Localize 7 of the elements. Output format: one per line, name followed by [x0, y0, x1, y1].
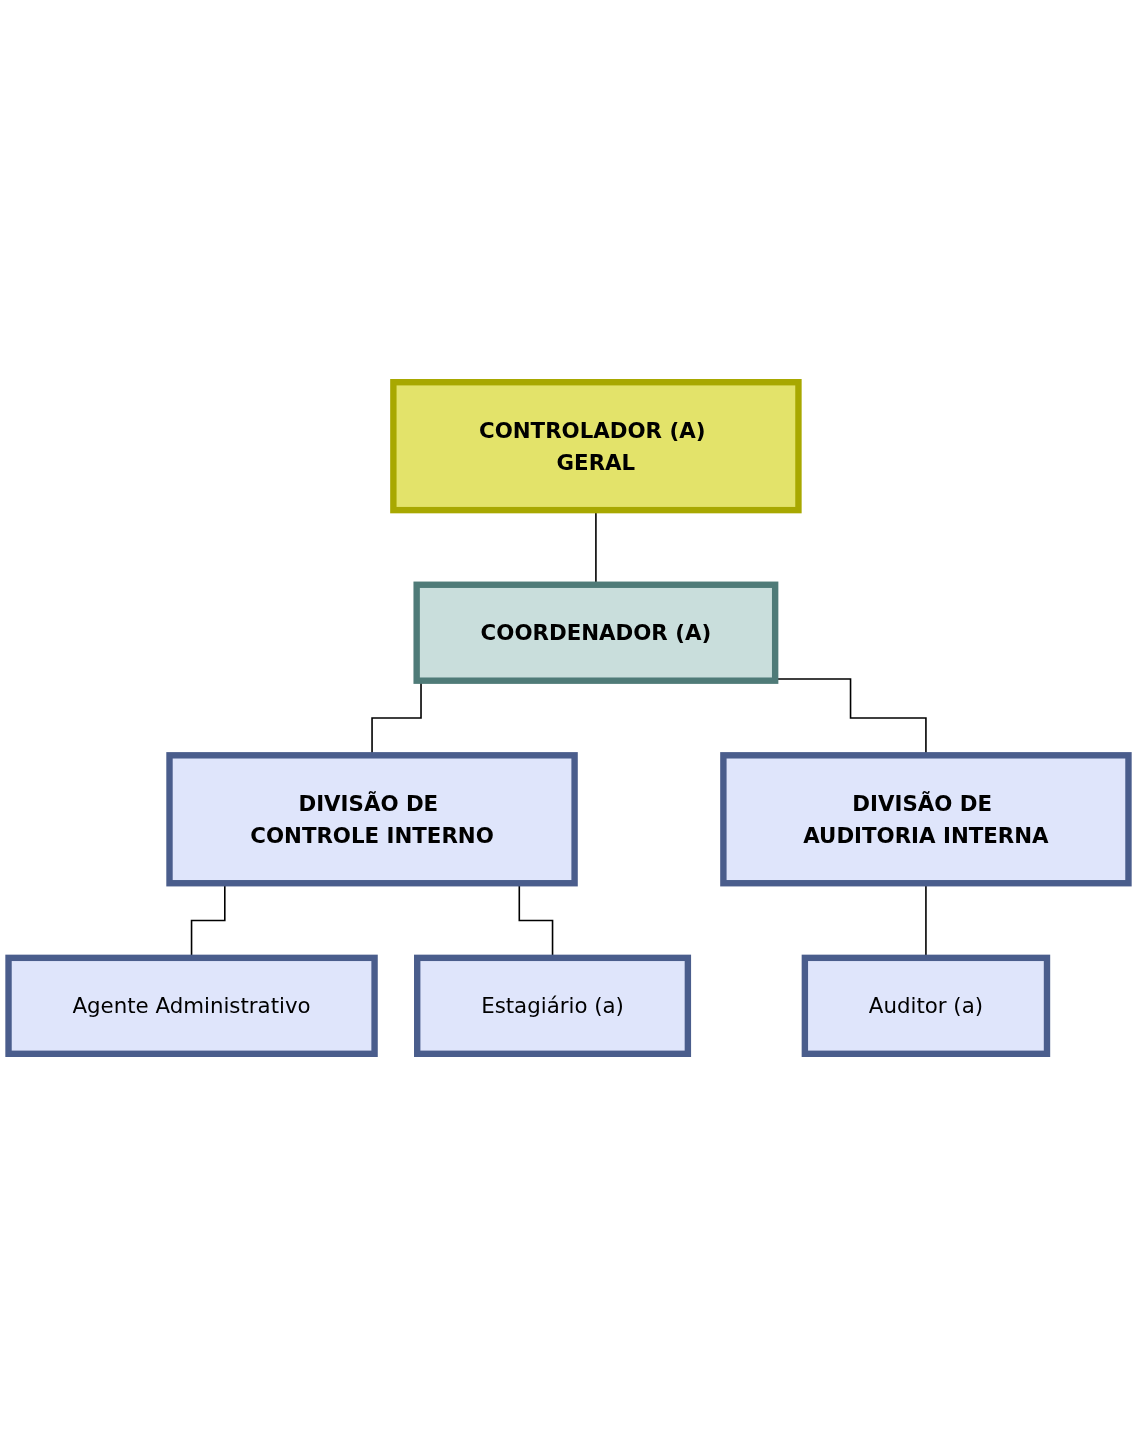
node-box: Estagiário (a)	[414, 954, 692, 1057]
node-box: DIVISÃO DE AUDITORIA INTERNA	[720, 752, 1132, 887]
node-box: Agente Administrativo	[5, 954, 378, 1057]
node-box: DIVISÃO DE CONTROLE INTERNO	[166, 752, 578, 887]
node-box: Auditor (a)	[801, 954, 1051, 1057]
node-box: CONTROLADOR (A) GERAL	[390, 379, 802, 514]
node-box: COORDENADOR (A)	[413, 581, 779, 684]
